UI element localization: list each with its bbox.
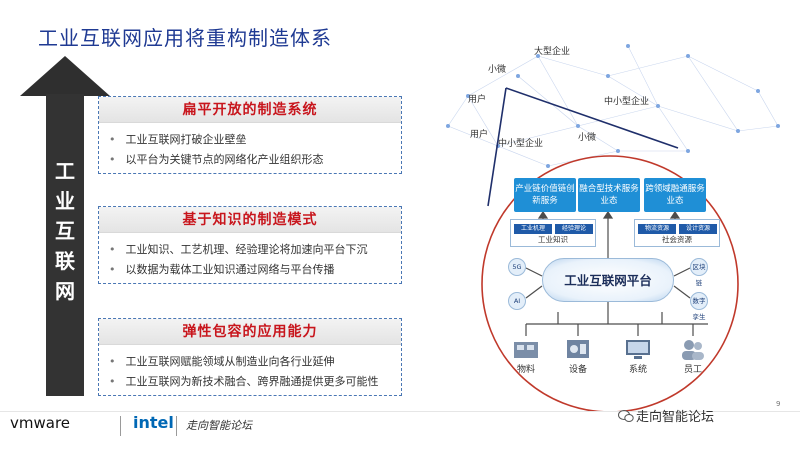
knowledge-chip: 经验理论: [555, 224, 593, 234]
page-number: 9: [776, 400, 781, 408]
tech-badge: 区块链: [690, 258, 708, 287]
resource-label: 员工: [683, 365, 702, 375]
resource-chip: 物流资源: [638, 224, 676, 234]
material-icon: [514, 342, 538, 358]
platform-diagram: 大型企业 小微 用户 中小型企业 用户 中小型企业 小微 产业链价值链创新服务 …: [428, 36, 800, 412]
section-box-flat-open: 扁平开放的制造系统 工业互联网打破企业壁垒 以平台为关键节点的网络化产业组织形态: [98, 96, 402, 174]
tech-badge: 5G: [508, 258, 526, 276]
upward-arrow: 工 业 互 联 网: [20, 56, 110, 396]
forum-logo: 走向智能论坛: [186, 419, 252, 432]
footer-divider: [0, 411, 800, 412]
tech-badge: 数字孪生: [690, 292, 708, 321]
service-box: 融合型技术服务业态: [578, 178, 640, 212]
knowledge-chip: 工业机理: [514, 224, 552, 234]
platform-cloud: 工业互联网平台: [542, 258, 674, 302]
resource-pane: 物流资源 设计资源 社会资源: [634, 219, 720, 247]
pane-caption: 社会资源: [662, 235, 692, 244]
wechat-icon: [618, 410, 634, 422]
arrow-label: 工 业 互 联 网: [55, 159, 75, 303]
arrow-head-icon: [20, 56, 110, 96]
network-node-label: 用户: [470, 130, 489, 140]
service-box: 产业链价值链创新服务: [514, 178, 576, 212]
bullet-item: 工业知识、工艺机理、经验理论将加速向平台下沉: [109, 240, 401, 260]
resource-label: 系统: [628, 365, 647, 375]
equipment-icon: [567, 340, 589, 358]
bullet-item: 工业互联网打破企业壁垒: [109, 130, 401, 150]
network-node-label: 大型企业: [534, 47, 571, 57]
bullet-item: 工业互联网赋能领域从制造业向各行业延伸: [109, 352, 401, 372]
slide-title: 工业互联网应用将重构制造体系: [38, 26, 332, 50]
resource-chip: 设计资源: [679, 224, 717, 234]
network-node-label: 小微: [578, 133, 597, 143]
logo-separator: [176, 416, 177, 436]
resource-label: 物料: [516, 365, 535, 375]
pane-caption: 工业知识: [538, 235, 568, 244]
network-node-label: 小微: [488, 65, 507, 75]
vmware-logo: vmware: [10, 414, 71, 432]
section-box-knowledge: 基于知识的制造模式 工业知识、工艺机理、经验理论将加速向平台下沉 以数据为载体工…: [98, 206, 402, 284]
network-node-label: 中小型企业: [604, 97, 650, 107]
section-heading: 扁平开放的制造系统: [99, 97, 401, 123]
system-icon: [626, 340, 650, 359]
section-heading: 弹性包容的应用能力: [99, 319, 401, 345]
service-box: 跨领域融通服务业态: [644, 178, 706, 212]
wechat-account-name: 走向智能论坛: [636, 410, 715, 425]
bullet-item: 工业互联网为新技术融合、跨界融通提供更多可能性: [109, 372, 401, 392]
section-heading: 基于知识的制造模式: [99, 207, 401, 233]
knowledge-pane: 工业机理 经验理论 工业知识: [510, 219, 596, 247]
bullet-item: 以数据为载体工业知识通过网络与平台传播: [109, 260, 401, 280]
network-node-label: 用户: [468, 95, 487, 105]
logo-separator: [120, 416, 121, 436]
section-box-elastic: 弹性包容的应用能力 工业互联网赋能领域从制造业向各行业延伸 工业互联网为新技术融…: [98, 318, 402, 396]
staff-icon: [682, 340, 704, 360]
tech-badge: AI: [508, 292, 526, 310]
network-node-label: 中小型企业: [498, 139, 544, 149]
intel-logo: intel: [133, 413, 174, 432]
resource-label: 设备: [568, 365, 587, 375]
bullet-item: 以平台为关键节点的网络化产业组织形态: [109, 150, 401, 170]
